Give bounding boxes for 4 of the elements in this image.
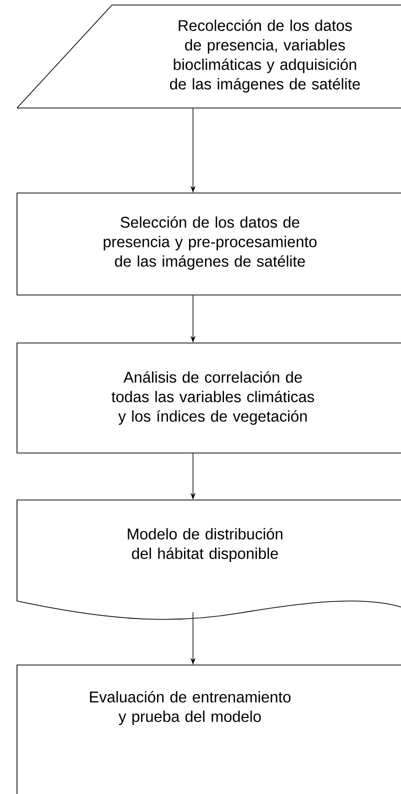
input-output-parallelogram: Recolección de los datos de presencia, variables bioclimáticas y adquisición de las imágenes de satélite [16, 4, 401, 108]
process-box: Selección de los datos de presencia y pre-procesamiento de las imágenes de satélite [16, 192, 401, 296]
process-box: Evaluación de entrenamiento y prueba del modelo [16, 664, 401, 794]
process-box: Análisis de correlación de todas las variables climáticas y los índices de vegetación [16, 342, 401, 454]
